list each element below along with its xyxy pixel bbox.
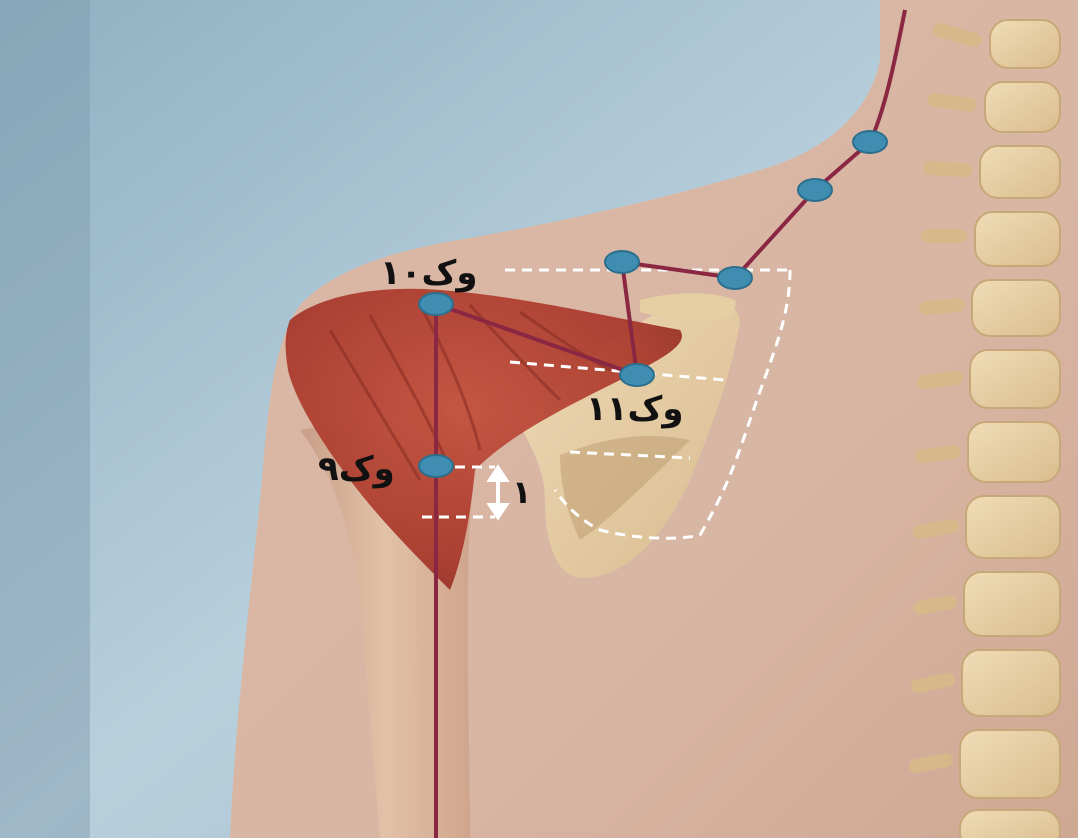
background-shade	[0, 0, 90, 838]
distance-label: ۱	[512, 476, 532, 508]
acupoint-upper-2	[798, 179, 832, 201]
point-label-sj10: وک۱۰	[380, 256, 477, 290]
acupoint-sj9	[419, 455, 453, 477]
acupoint-sj10	[419, 293, 453, 315]
point-label-sj9: وک۹	[318, 452, 395, 486]
acupoint-upper-1	[853, 131, 887, 153]
point-label-sj11: وک۱۱	[586, 392, 683, 426]
acupoint-upper-4	[605, 251, 639, 273]
acupoint-sj11	[620, 364, 654, 386]
acupoint-upper-3	[718, 267, 752, 289]
